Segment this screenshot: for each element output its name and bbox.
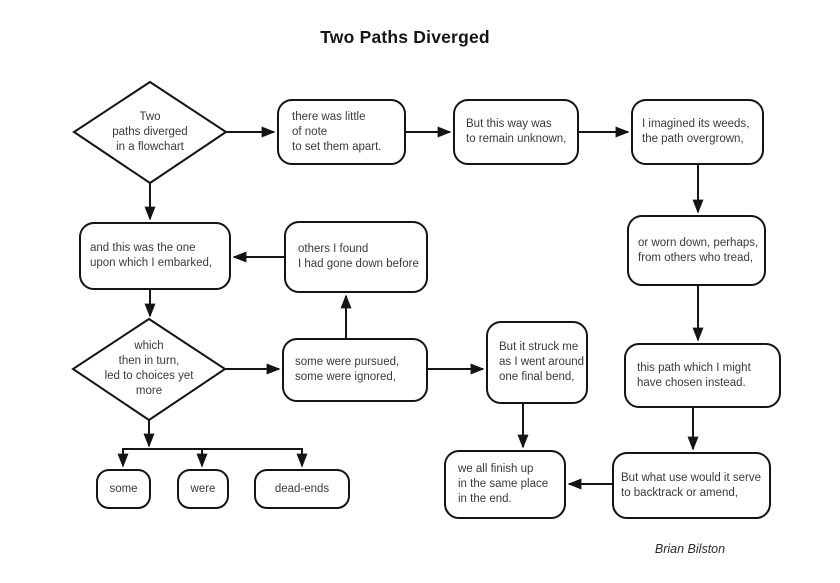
- box-or-worn-down-label: or worn down, perhaps, from others who t…: [638, 236, 759, 264]
- box-others-i-found: [284, 221, 428, 293]
- box-dead-ends: [254, 469, 350, 509]
- box-but-this-way: [453, 99, 579, 165]
- box-and-this-was-the-one-label: and this was the one upon which I embark…: [90, 242, 213, 269]
- box-but-what-use-label: But what use would it serve to backtrack…: [621, 471, 761, 499]
- decision-two-paths-diverged: [72, 80, 228, 185]
- decision-two-paths-diverged-label: Two paths diverged in a flowchart: [112, 110, 188, 153]
- box-but-what-use: [612, 452, 771, 519]
- box-and-this-was-the-one: [79, 222, 231, 290]
- page-title: Two Paths Diverged: [320, 27, 490, 47]
- box-others-i-found-label: others I found I had gone down before: [298, 243, 419, 270]
- box-or-worn-down: [627, 215, 766, 286]
- box-but-it-struck-me: [486, 321, 588, 404]
- box-some-were-pursued: [282, 338, 428, 402]
- box-i-imagined-weeds-label: I imagined its weeds, the path overgrown…: [642, 118, 750, 145]
- box-we-all-finish: [444, 450, 566, 519]
- box-some-label: some: [109, 482, 138, 495]
- box-were: [177, 469, 229, 509]
- author-caption: Brian Bilston: [654, 542, 726, 556]
- box-were-label: were: [190, 482, 216, 495]
- box-but-this-way-label: But this way was to remain unknown,: [466, 118, 567, 145]
- decision-which-then-in-turn: [71, 317, 227, 422]
- box-dead-ends-label: dead-ends: [274, 482, 330, 495]
- box-this-path-which: [624, 343, 781, 408]
- box-i-imagined-weeds: [631, 99, 764, 165]
- box-some-were-pursued-label: some were pursued, some were ignored,: [295, 356, 400, 383]
- box-some: [96, 469, 151, 509]
- box-but-it-struck-me-label: But it struck me as I went around one fi…: [499, 341, 585, 383]
- box-there-was-little-label: there was little of note to set them apa…: [292, 110, 382, 153]
- box-this-path-which-label: this path which I might have chosen inst…: [637, 361, 751, 389]
- box-there-was-little: [277, 99, 406, 165]
- decision-which-then-in-turn-label: which then in turn, led to choices yet m…: [104, 340, 194, 397]
- box-we-all-finish-label: we all finish up in the same place in th…: [458, 463, 549, 505]
